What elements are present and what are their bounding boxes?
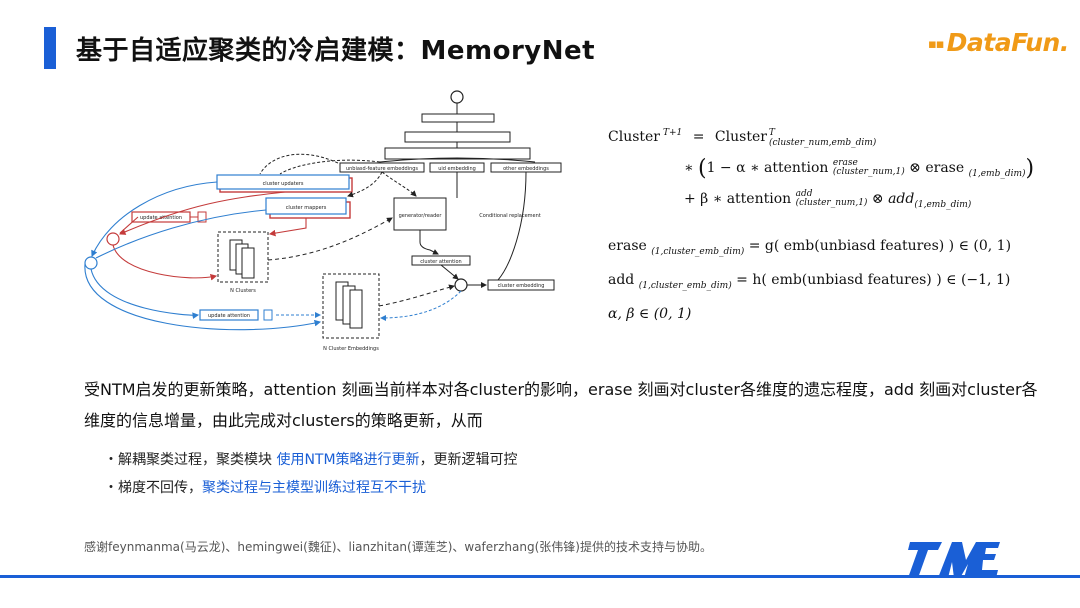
unbiasd-embedding-label: unbiasd-feature embeddings [346,166,418,172]
cluster-updaters-label: cluster updaters [263,181,304,187]
bullet-2-highlight: 聚类过程与主模型训练过程互不干扰 [202,480,426,496]
bullet-1-highlight: 使用NTM策略进行更新 [276,452,420,468]
formula-erase-term: ∗ (1 − α ∗ attention erase(cluster_num,1… [684,156,1035,181]
other-embeddings-label: other embeddings [503,166,549,172]
update-node-red [106,232,120,246]
update-attention-bottom-box [199,309,259,321]
formula-erase-def: erase (1,cluster_emb_dim) = g( emb(unbia… [608,238,1012,257]
output-node [450,90,464,104]
tower-layer-2 [404,131,511,143]
memorynet-diagram-svg: unbiasd-feature embeddings uid embedding… [84,90,562,352]
update-node-blue [84,256,98,270]
cluster-mult-node [454,278,468,292]
slide-title: 基于自适应聚类的冷启建模：MemoryNet [76,36,596,66]
cluster-embedding-box [487,279,555,291]
cluster-mappers-box [265,197,347,215]
tower-layer-3 [384,147,531,160]
formula-add-term: + β ∗ attention add(cluster_num,1) ⊗ add… [684,189,972,210]
description-paragraph: 受NTM启发的更新策略，attention 刻画当前样本对各cluster的影响… [84,380,1038,430]
acknowledgement-text: 感谢feynmanma(马云龙)、hemingwei(魏征)、lianzhita… [84,540,712,554]
title-accent-bar [44,27,56,69]
cluster-attention-label: cluster attention [420,259,461,265]
formula-add-def: add (1,cluster_emb_dim) = h( emb(unbiasd… [608,272,1011,291]
n-clusters-box [217,231,269,283]
conditional-replacement-label: Conditional replacement [479,213,540,219]
cluster-embedding-label: cluster embedding [498,283,545,289]
datafun-logo-text: DataFun. [946,28,1070,57]
update-attention-bottom-label: update attention [208,313,250,319]
n-clusters-label: N Clusters [230,288,256,294]
memorynet-diagram: unbiasd-feature embeddings uid embedding… [80,86,580,358]
bullet-1: ・解耦聚类过程，聚类模块 使用NTM策略进行更新，更新逻辑可控 [104,452,518,468]
footer-divider [0,575,1080,578]
bullet-2: ・梯度不回传，聚类过程与主模型训练过程互不干扰 [104,480,426,496]
tme-logo-icon [908,542,1000,578]
formula-alpha-beta: α, β ∈ (0, 1) [608,306,692,322]
datafun-logo-icon: ▪▪ [928,36,945,52]
uid-embedding-label: uid embedding [438,166,476,172]
cluster-mappers-label: cluster mappers [286,205,327,211]
datafun-logo: ▪▪DataFun. [928,28,1069,57]
n-cluster-embeddings-label: N Cluster Embeddings [323,346,379,352]
generator-reader-label: generator/reader [399,213,443,219]
tower-layer-1 [421,113,495,123]
